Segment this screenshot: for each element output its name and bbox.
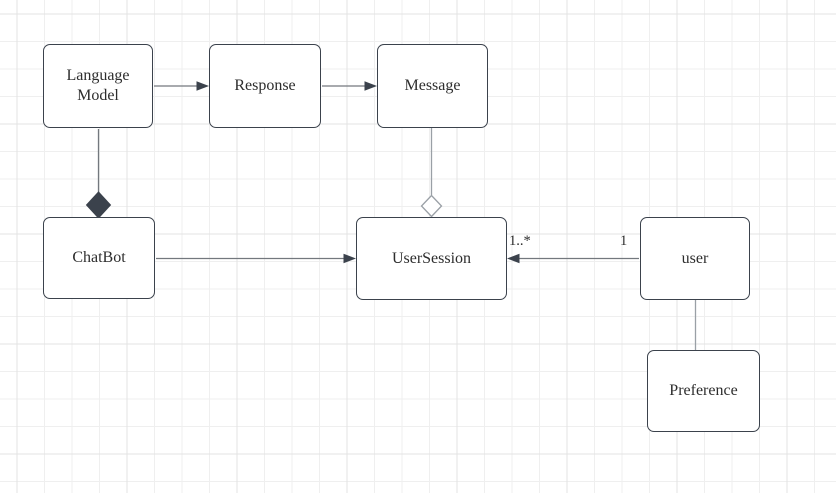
edge-chatbot-to-user-session[interactable] — [156, 253, 356, 264]
node-preference[interactable]: Preference — [647, 350, 760, 432]
node-language-model[interactable]: Language Model — [43, 44, 153, 128]
node-label: Preference — [669, 382, 738, 399]
arrowhead-icon — [364, 81, 377, 91]
edge-language-model-to-chatbot[interactable] — [85, 129, 112, 219]
edge-message-to-user-session[interactable] — [420, 128, 443, 218]
aggregation-diamond-icon — [420, 194, 443, 218]
edge-response-to-message[interactable] — [322, 81, 377, 91]
node-chatbot[interactable]: ChatBot — [43, 217, 155, 299]
arrowhead-icon — [196, 81, 209, 91]
node-label: user — [681, 249, 709, 267]
node-label: Response — [234, 77, 296, 94]
node-label: ChatBot — [72, 249, 126, 266]
arrowhead-icon — [343, 253, 356, 264]
node-message[interactable]: Message — [377, 44, 488, 128]
composition-diamond-icon — [85, 191, 112, 219]
node-response[interactable]: Response — [209, 44, 321, 128]
node-user[interactable]: user — [640, 217, 750, 300]
multiplicity-label-source[interactable]: 1 — [620, 233, 628, 249]
node-label: Message — [404, 77, 461, 94]
multiplicity-label-target[interactable]: 1..* — [509, 233, 531, 249]
arrowhead-icon — [507, 253, 520, 264]
node-label: UserSession — [391, 249, 472, 267]
node-user-session[interactable]: UserSession — [356, 217, 507, 300]
edge-user-to-user-session[interactable] — [507, 253, 639, 264]
edge-language-model-to-response[interactable] — [154, 81, 209, 91]
node-label: Language Model — [66, 67, 130, 104]
